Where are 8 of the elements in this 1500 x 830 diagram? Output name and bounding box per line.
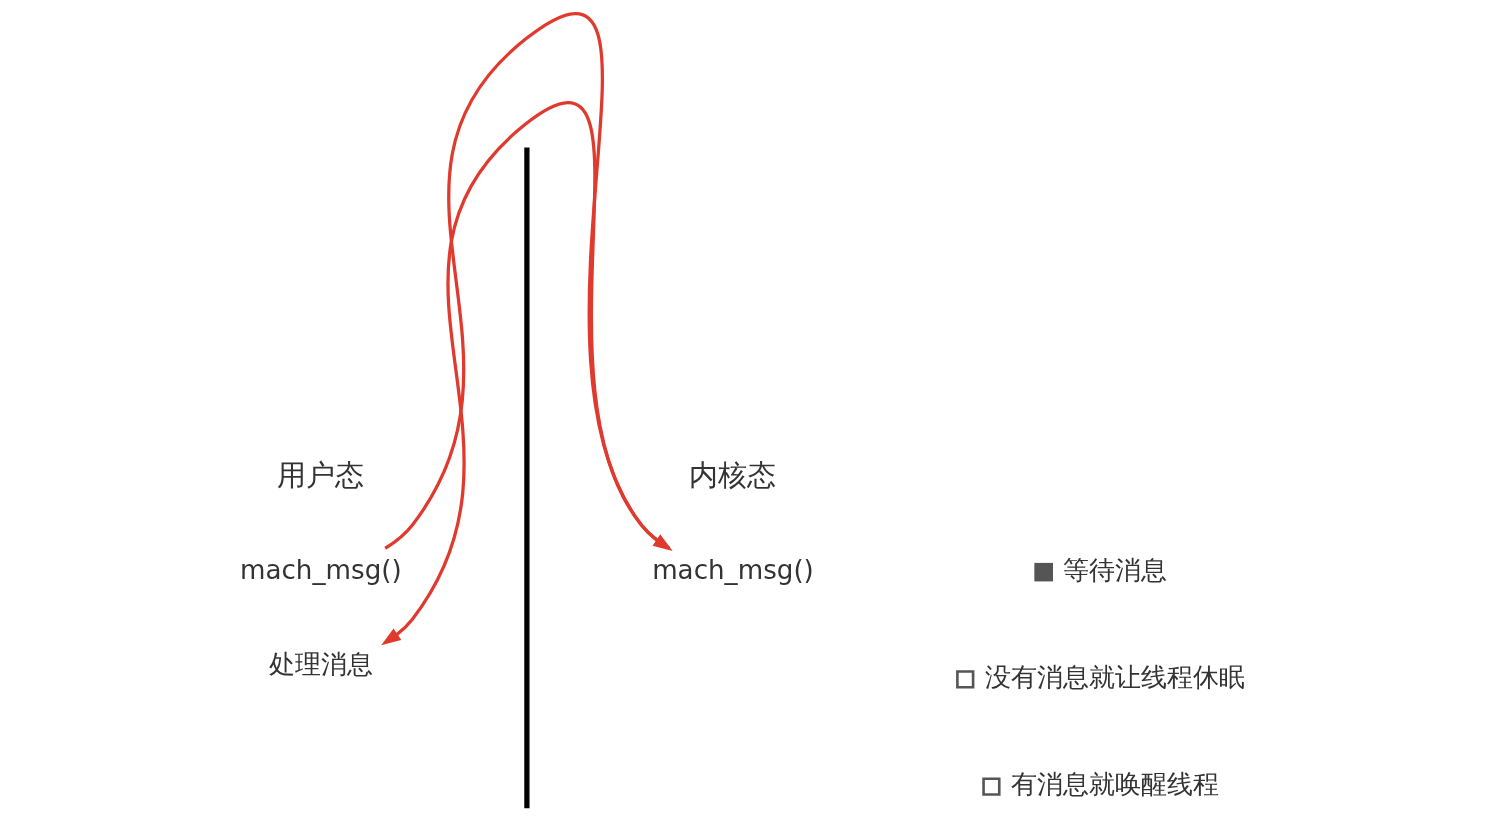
node-text: mach_msg() <box>239 554 402 585</box>
label: 有消息就唤醒线程 <box>1011 769 1220 800</box>
label: 没有消息就让线程休眠 <box>984 661 1245 692</box>
label: 内核态 <box>689 458 777 493</box>
label: 等待消息 <box>1063 554 1168 585</box>
label: 用户态 <box>277 458 365 493</box>
node-text: mach_msg() <box>652 554 814 585</box>
node-text: 处理消息 <box>268 648 373 679</box>
